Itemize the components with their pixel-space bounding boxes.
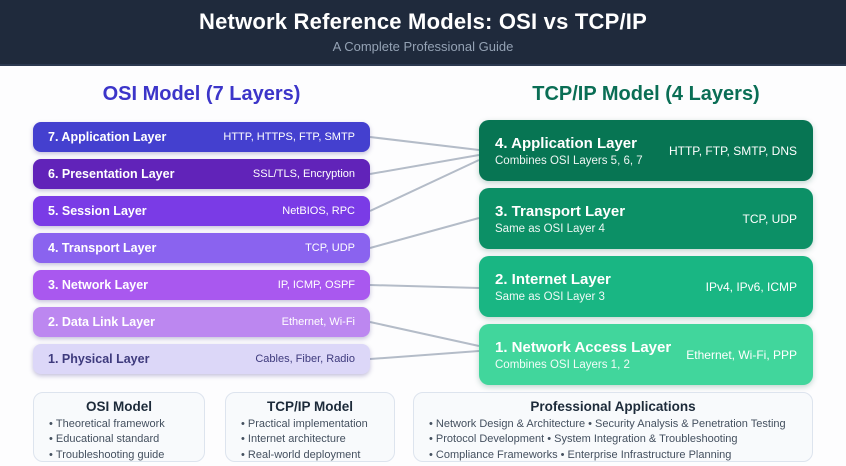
layer-name: 7. Application Layer	[48, 130, 167, 144]
osi-column-title: OSI Model (7 Layers)	[102, 83, 301, 105]
layer-name: 3. Network Layer	[48, 278, 149, 292]
layer-name: 1. Network Access Layer	[495, 338, 672, 356]
layer-protocols: TCP, UDP	[305, 242, 355, 254]
layer-protocols: Ethernet, Wi-Fi	[281, 316, 355, 328]
tcpip-summary-card: TCP/IP Model Practical implementation In…	[225, 392, 395, 462]
card-bullet: Real-world deployment	[241, 448, 384, 463]
osi-layer-7-application: 7. Application Layer HTTP, HTTPS, FTP, S…	[33, 122, 370, 152]
card-title: TCP/IP Model	[266, 399, 353, 414]
layer-protocols: NetBIOS, RPC	[282, 205, 355, 217]
layer-label-group: 1. Network Access Layer Combines OSI Lay…	[495, 339, 671, 371]
card-bullet: Protocol Development • System Integratio…	[429, 432, 802, 447]
layer-protocols: TCP, UDP	[742, 211, 797, 226]
layer-protocols: Ethernet, Wi-Fi, PPP	[686, 347, 797, 362]
card-bullet: Practical implementation	[241, 417, 384, 432]
layer-name: 3. Transport Layer	[495, 202, 626, 220]
osi-summary-card: OSI Model Theoretical framework Educatio…	[33, 392, 205, 462]
layer-name: 5. Session Layer	[48, 204, 147, 218]
osi-layer-2-datalink: 2. Data Link Layer Ethernet, Wi-Fi	[33, 307, 370, 337]
card-bullet: Troubleshooting guide	[49, 448, 194, 463]
osi-layer-6-presentation: 6. Presentation Layer SSL/TLS, Encryptio…	[33, 159, 370, 189]
tcpip-layer-3-transport: 3. Transport Layer Same as OSI Layer 4 T…	[479, 188, 813, 249]
tcpip-layer-1-network-access: 1. Network Access Layer Combines OSI Lay…	[479, 324, 813, 385]
tcpip-layer-stack: 4. Application Layer Combines OSI Layers…	[479, 120, 813, 385]
tcpip-column-title: TCP/IP Model (4 Layers)	[532, 83, 760, 105]
layer-note: Combines OSI Layers 5, 6, 7	[495, 154, 643, 167]
layer-name: 6. Presentation Layer	[48, 167, 175, 181]
card-bullet-list: Network Design & Architecture • Security…	[424, 417, 802, 463]
tcpip-layer-4-application: 4. Application Layer Combines OSI Layers…	[479, 120, 813, 181]
card-bullet: Internet architecture	[241, 432, 384, 447]
layer-name: 4. Transport Layer	[48, 241, 157, 255]
card-bullet: Educational standard	[49, 432, 194, 447]
layer-note: Combines OSI Layers 1, 2	[495, 358, 630, 371]
page-title: Network Reference Models: OSI vs TCP/IP	[199, 9, 647, 34]
layer-label-group: 3. Transport Layer Same as OSI Layer 4	[495, 203, 625, 235]
layer-protocols: HTTP, HTTPS, FTP, SMTP	[223, 131, 355, 143]
osi-layer-3-network: 3. Network Layer IP, ICMP, OSPF	[33, 270, 370, 300]
layer-note: Same as OSI Layer 4	[495, 222, 605, 235]
card-bullet-list: Theoretical framework Educational standa…	[44, 417, 194, 463]
layer-protocols: IPv4, IPv6, ICMP	[705, 279, 797, 294]
card-bullet-list: Practical implementation Internet archit…	[236, 417, 384, 463]
page-subtitle: A Complete Professional Guide	[332, 39, 514, 54]
card-bullet: Network Design & Architecture • Security…	[429, 417, 802, 432]
card-bullet: Theoretical framework	[49, 417, 194, 432]
layer-name: 1. Physical Layer	[48, 352, 150, 366]
layer-name: 2. Data Link Layer	[48, 315, 155, 329]
layer-protocols: IP, ICMP, OSPF	[277, 279, 355, 291]
layer-label-group: 4. Application Layer Combines OSI Layers…	[495, 135, 643, 167]
layer-protocols: SSL/TLS, Encryption	[252, 168, 355, 180]
layer-protocols: HTTP, FTP, SMTP, DNS	[668, 143, 797, 158]
layer-note: Same as OSI Layer 3	[495, 290, 605, 303]
osi-layer-5-session: 5. Session Layer NetBIOS, RPC	[33, 196, 370, 226]
layer-label-group: 2. Internet Layer Same as OSI Layer 3	[495, 271, 611, 303]
osi-layer-1-physical: 1. Physical Layer Cables, Fiber, Radio	[33, 344, 370, 374]
layer-protocols: Cables, Fiber, Radio	[255, 353, 355, 365]
header: Network Reference Models: OSI vs TCP/IP …	[0, 0, 846, 66]
card-title: Professional Applications	[530, 399, 696, 414]
professional-applications-card: Professional Applications Network Design…	[413, 392, 813, 462]
layer-name: 2. Internet Layer	[495, 270, 611, 288]
layer-name: 4. Application Layer	[495, 134, 637, 152]
osi-layer-4-transport: 4. Transport Layer TCP, UDP	[33, 233, 370, 263]
card-title: OSI Model	[85, 399, 152, 414]
card-bullet: Compliance Frameworks • Enterprise Infra…	[429, 448, 802, 463]
tcpip-layer-2-internet: 2. Internet Layer Same as OSI Layer 3 IP…	[479, 256, 813, 317]
osi-layer-stack: 7. Application Layer HTTP, HTTPS, FTP, S…	[33, 122, 370, 374]
